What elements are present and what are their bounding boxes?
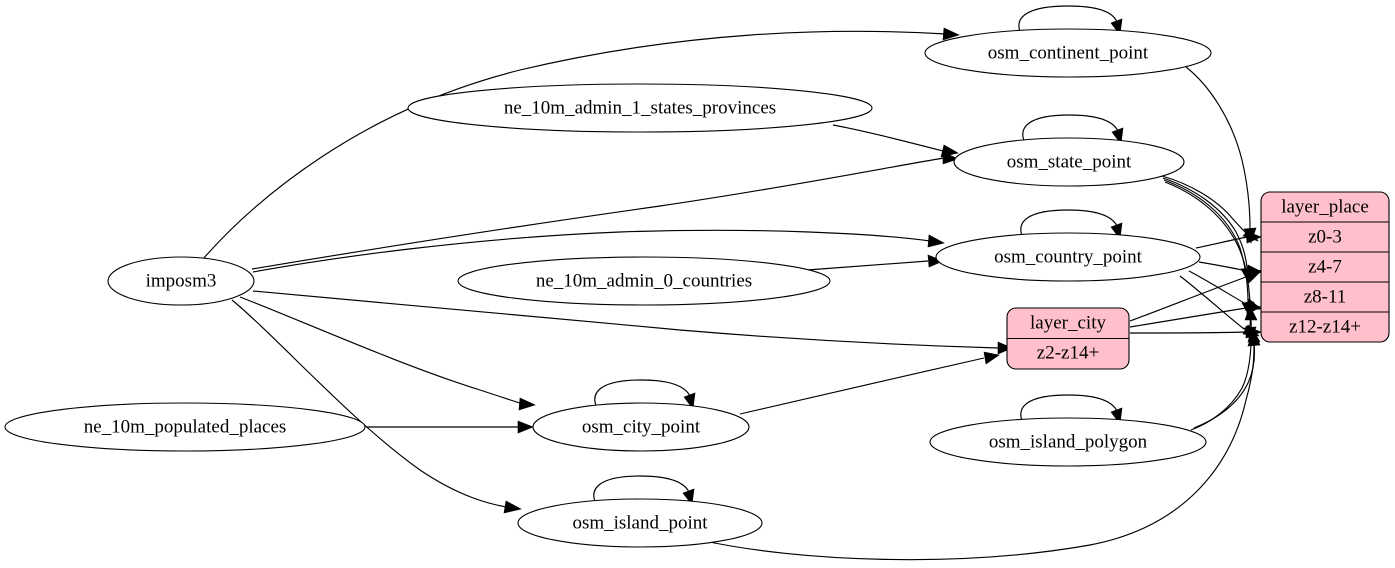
- node-shape: [4, 402, 366, 452]
- edge-layer_city-to-layer_place-z12-z14: [1129, 331, 1247, 334]
- arrowhead-icon: [683, 392, 696, 410]
- arrowhead-icon: [997, 341, 1013, 355]
- edge-imposm3-to-osm_city_point: [239, 296, 524, 405]
- node-ne_10m_admin_1_states_provinces[interactable]: ne_10m_admin_1_states_provinces: [407, 83, 873, 133]
- record-layer_place-row-z0-3[interactable]: z0-3: [1308, 226, 1342, 247]
- record-layer_place-row-z4-7[interactable]: z4-7: [1308, 256, 1342, 277]
- node-shape: [953, 137, 1185, 187]
- arrowhead-icon: [942, 27, 960, 41]
- arrowhead-icon: [927, 254, 944, 268]
- arrowhead-icon: [518, 397, 536, 411]
- arrowhead-icon: [927, 234, 945, 248]
- edge-self-osm_continent_point: [1018, 5, 1118, 35]
- node-osm_island_point[interactable]: osm_island_point: [517, 498, 763, 548]
- edge-layer_city-to-layer_place-z8-11: [1129, 307, 1247, 328]
- edge-imposm3-to-osm_state_point: [251, 157, 945, 270]
- arrowhead-icon: [1244, 305, 1258, 321]
- edge-self-osm_island_polygon: [1020, 394, 1118, 424]
- node-shape: [929, 417, 1207, 467]
- arrowhead-icon: [983, 351, 1000, 365]
- node-layer: imposm3 ne_10m_admin_1_states_provinces …: [4, 28, 1212, 548]
- record-layer_city[interactable]: layer_city z2-z14+: [1006, 307, 1130, 370]
- edge-imposm3-to-osm_island_point: [231, 299, 507, 508]
- arrowhead-icon: [517, 420, 534, 434]
- record-layer_place-row-z8-11[interactable]: z8-11: [1304, 286, 1347, 307]
- node-shape: [107, 256, 255, 306]
- node-shape: [935, 232, 1201, 282]
- node-osm_continent_point-label: osm_continent_point: [988, 42, 1149, 63]
- node-shape: [532, 402, 750, 452]
- edge-ne_countries-to-osm_country_point: [806, 260, 929, 271]
- arrowhead-icon: [1247, 330, 1261, 347]
- arrowhead-icon: [940, 144, 959, 158]
- node-osm_city_point-label: osm_city_point: [582, 416, 701, 437]
- edge-osm_country_point-to-layer_place-z4-7: [1198, 261, 1248, 272]
- record-layer_place-title: layer_place: [1281, 196, 1369, 217]
- edge-self-osm_city_point: [594, 379, 691, 409]
- edge-osm_state_point-to-layer_place-z8-11: [1163, 179, 1249, 303]
- node-ne_10m_admin_0_countries[interactable]: ne_10m_admin_0_countries: [457, 256, 831, 306]
- edge-osm_country_point-to-layer_place-z12-z14: [1179, 275, 1245, 330]
- edge-self-osm_state_point: [1022, 114, 1119, 144]
- edge-osm_continent_point-to-layer_place-z0-3: [1185, 66, 1251, 229]
- node-imposm3-label: imposm3: [146, 270, 217, 291]
- arrowhead-icon: [1245, 230, 1262, 244]
- node-osm_country_point-label: osm_country_point: [994, 246, 1142, 267]
- edge-osm_island_polygon-to-layer_place-z12-z14: [1193, 341, 1256, 429]
- node-osm_country_point[interactable]: osm_country_point: [935, 232, 1201, 282]
- record-layer_city-title: layer_city: [1030, 312, 1106, 333]
- node-osm_island_point-label: osm_island_point: [572, 512, 708, 533]
- edge-imposm3-to-osm_country_point: [252, 229, 931, 273]
- node-osm_island_polygon-label: osm_island_polygon: [989, 431, 1148, 452]
- edge-osm_country_point-to-layer_place-z8-11: [1188, 270, 1247, 305]
- edge-imposm3-to-layer_city: [252, 290, 999, 349]
- node-shape: [457, 256, 831, 306]
- edge-self-osm_country_point: [1020, 209, 1118, 239]
- node-shape: [924, 28, 1212, 78]
- node-ne_states-label: ne_10m_admin_1_states_provinces: [504, 97, 776, 118]
- node-ne_populated-label: ne_10m_populated_places: [84, 416, 287, 437]
- node-osm_state_point-label: osm_state_point: [1007, 151, 1132, 172]
- edge-osm_state_point-to-layer_place-z0-3: [1161, 175, 1248, 235]
- node-ne_10m_populated_places[interactable]: ne_10m_populated_places: [4, 402, 366, 452]
- edge-ne_states-to-osm_state_point: [832, 124, 944, 152]
- arrowhead-icon: [1247, 269, 1263, 283]
- node-osm_state_point[interactable]: osm_state_point: [953, 137, 1185, 187]
- record-layer_city-row-z2-z14[interactable]: z2-z14+: [1037, 342, 1099, 363]
- edge-osm_country_point-to-layer_place-z0-3: [1195, 236, 1248, 249]
- edge-osm_city_point-to-layer_city: [739, 357, 985, 415]
- edge-osm_island_point-to-layer_place-z12-z14: [699, 344, 1255, 561]
- node-shape: [407, 83, 873, 133]
- node-osm_city_point[interactable]: osm_city_point: [532, 402, 750, 452]
- edge-layer: [202, 5, 1263, 561]
- record-background: [1260, 191, 1390, 343]
- edge-osm_state_point-to-layer_place-z4-7: [1162, 177, 1248, 269]
- node-osm_island_polygon[interactable]: osm_island_polygon: [929, 417, 1207, 467]
- edge-self-osm_island_point: [593, 475, 690, 505]
- node-shape: [517, 498, 763, 548]
- node-ne_countries-label: ne_10m_admin_0_countries: [536, 270, 752, 291]
- node-imposm3[interactable]: imposm3: [107, 256, 255, 306]
- edge-layer_city-to-layer_place-z4-7: [1129, 276, 1247, 322]
- arrowhead-icon: [503, 500, 522, 514]
- edge-imposm3-to-osm_continent_point: [202, 30, 947, 260]
- node-osm_continent_point[interactable]: osm_continent_point: [924, 28, 1212, 78]
- layer-record-layer: layer_city z2-z14+ layer_place z0-3 z4-7…: [1006, 191, 1390, 370]
- record-layer_place-row-z12-z14[interactable]: z12-z14+: [1289, 316, 1361, 337]
- record-layer_place[interactable]: layer_place z0-3 z4-7 z8-11 z12-z14+: [1260, 191, 1390, 343]
